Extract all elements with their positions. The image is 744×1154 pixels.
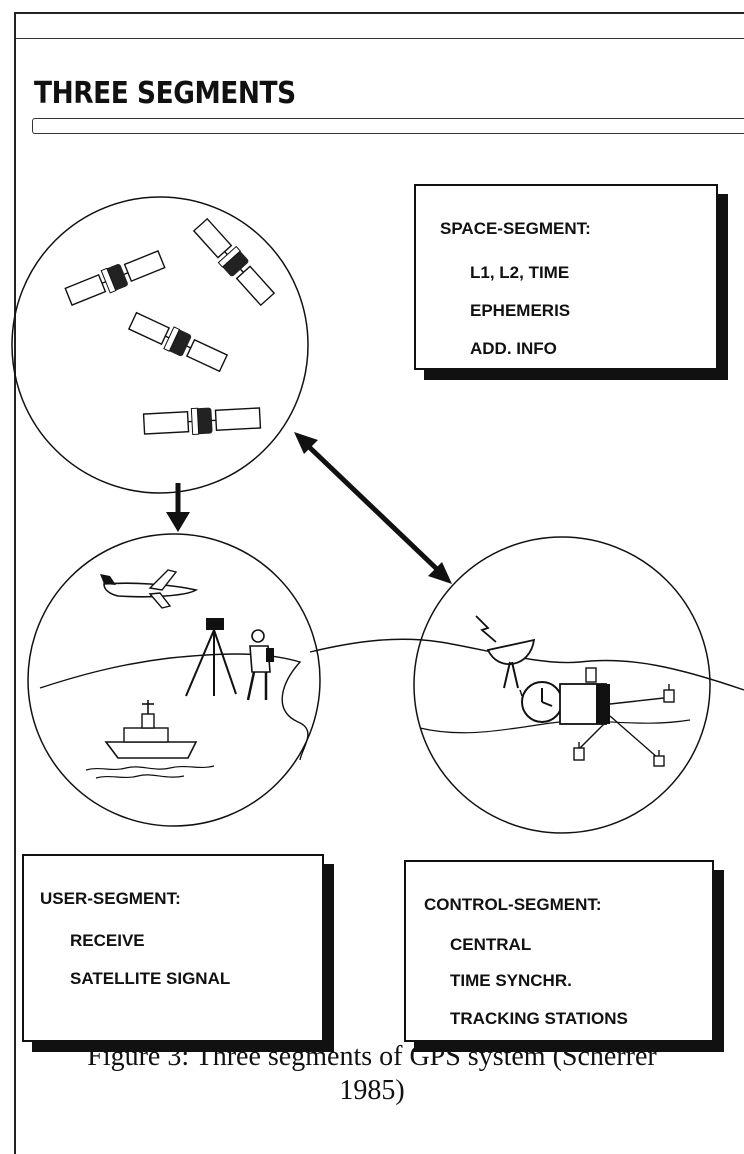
satellite-icon <box>143 405 260 437</box>
space-segment-box: SPACE-SEGMENT: L1, L2, TIME EPHEMERIS AD… <box>414 184 718 370</box>
airplane-icon <box>100 570 196 608</box>
tracking-station-icon <box>664 684 674 702</box>
space-segment-item: EPHEMERIS <box>470 302 570 319</box>
space-segment-heading: SPACE-SEGMENT: <box>440 220 591 237</box>
control-segment-box: CONTROL-SEGMENT: CENTRAL TIME SYNCHR. TR… <box>404 860 714 1042</box>
two-way-arrow <box>294 432 452 584</box>
tracking-station-icon <box>654 750 664 766</box>
ship-icon <box>86 700 214 778</box>
satellite-icon <box>192 217 277 307</box>
user-segment-circle <box>28 534 320 826</box>
control-segment-item: TRACKING STATIONS <box>450 1010 628 1027</box>
caption-line-2: 1985) <box>0 1074 744 1108</box>
caption-line-1: Figure 3: Three segments of GPS system (… <box>0 1040 744 1074</box>
user-segment-item: RECEIVE <box>70 932 145 949</box>
dish-antenna-icon <box>476 616 534 688</box>
user-segment-item: SATELLITE SIGNAL <box>70 970 230 987</box>
clock-icon <box>522 682 562 722</box>
space-segment-circle <box>12 197 308 493</box>
user-segment-box: USER-SEGMENT: RECEIVE SATELLITE SIGNAL <box>22 854 324 1042</box>
space-segment-item: ADD. INFO <box>470 340 557 357</box>
satellite-icon <box>64 248 166 308</box>
tripod-receiver-icon <box>186 618 236 696</box>
space-segment-item: L1, L2, TIME <box>470 264 569 281</box>
user-segment-heading: USER-SEGMENT: <box>40 890 181 907</box>
surveyor-person-icon <box>248 630 274 700</box>
control-segment-item: CENTRAL <box>450 936 531 953</box>
control-segment-item: TIME SYNCHR. <box>450 972 572 989</box>
control-segment-heading: CONTROL-SEGMENT: <box>424 896 602 913</box>
satellite-icon <box>128 310 229 374</box>
figure-caption: Figure 3: Three segments of GPS system (… <box>0 1040 744 1108</box>
